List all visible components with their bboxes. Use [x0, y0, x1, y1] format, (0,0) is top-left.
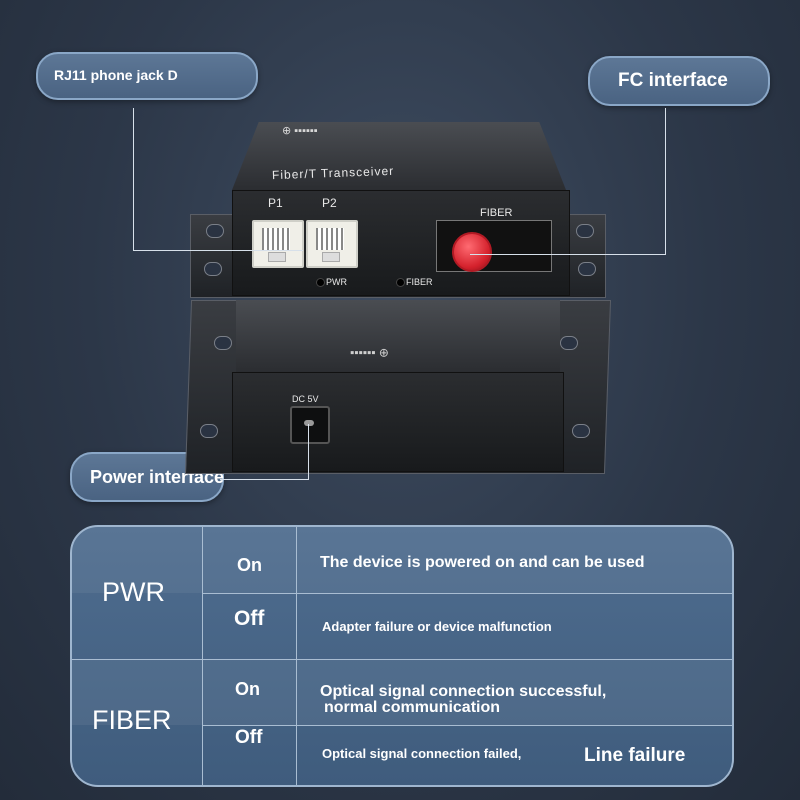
fiber-led-label: FIBER	[406, 277, 433, 287]
rj11-leader-line	[133, 250, 303, 251]
mount-hole-icon	[214, 336, 232, 350]
mount-hole-icon	[200, 424, 218, 438]
fc-callout-text: FC interface	[618, 70, 728, 91]
fc-connector-icon	[452, 232, 492, 272]
rj11-jack-p1	[252, 220, 304, 268]
pwr-on-label: On	[237, 555, 262, 575]
rear-brand-text: ⊕ ▪▪▪▪▪▪	[350, 346, 389, 360]
pwr-led-icon	[316, 278, 325, 287]
fiber-row-label: FIBER	[92, 705, 172, 735]
mount-hole-icon	[206, 224, 224, 238]
rj11-leader-line	[133, 108, 134, 250]
front-box-top	[232, 122, 566, 190]
rj11-callout-text: RJ11 phone jack D	[54, 67, 178, 83]
power-leader-line	[308, 424, 309, 480]
fc-callout: FC interface	[588, 56, 770, 106]
box-brand-text: ⊕ ▪▪▪▪▪▪	[282, 125, 318, 137]
led-status-table: PWR On The device is powered on and can …	[70, 525, 734, 787]
port-p1-label: P1	[268, 196, 283, 210]
fiber-off-emph: Line failure	[584, 745, 686, 766]
fiber-led-icon	[396, 278, 405, 287]
fc-leader-line	[470, 254, 666, 255]
mount-hole-icon	[576, 224, 594, 238]
fiber-off-desc: Optical signal connection failed,	[322, 746, 522, 761]
mount-hole-icon	[578, 262, 596, 276]
mount-hole-icon	[572, 424, 590, 438]
mount-hole-icon	[204, 262, 222, 276]
dc-jack-icon	[290, 406, 330, 444]
fiber-off-label: Off	[235, 727, 263, 748]
rear-box-top	[236, 300, 560, 372]
fiber-port-label: FIBER	[480, 207, 513, 219]
mount-hole-icon	[560, 336, 578, 350]
pwr-on-desc: The device is powered on and can be used	[320, 554, 645, 571]
pwr-row-label: PWR	[102, 577, 165, 607]
rj11-callout: RJ11 phone jack D	[36, 52, 258, 100]
port-p2-label: P2	[322, 196, 337, 210]
power-leader-line	[220, 479, 308, 480]
pwr-led-label: PWR	[326, 277, 347, 287]
fiber-on-desc-1: Optical signal connection successful,	[320, 683, 607, 700]
rj11-jack-p2	[306, 220, 358, 268]
fc-leader-line	[665, 108, 666, 254]
fiber-on-label: On	[235, 679, 260, 699]
rear-panel	[232, 372, 564, 472]
pwr-off-label: Off	[234, 607, 265, 630]
fiber-on-desc-2: normal communication	[324, 699, 501, 716]
pwr-off-desc: Adapter failure or device malfunction	[322, 619, 552, 634]
dc-label: DC 5V	[292, 394, 319, 404]
